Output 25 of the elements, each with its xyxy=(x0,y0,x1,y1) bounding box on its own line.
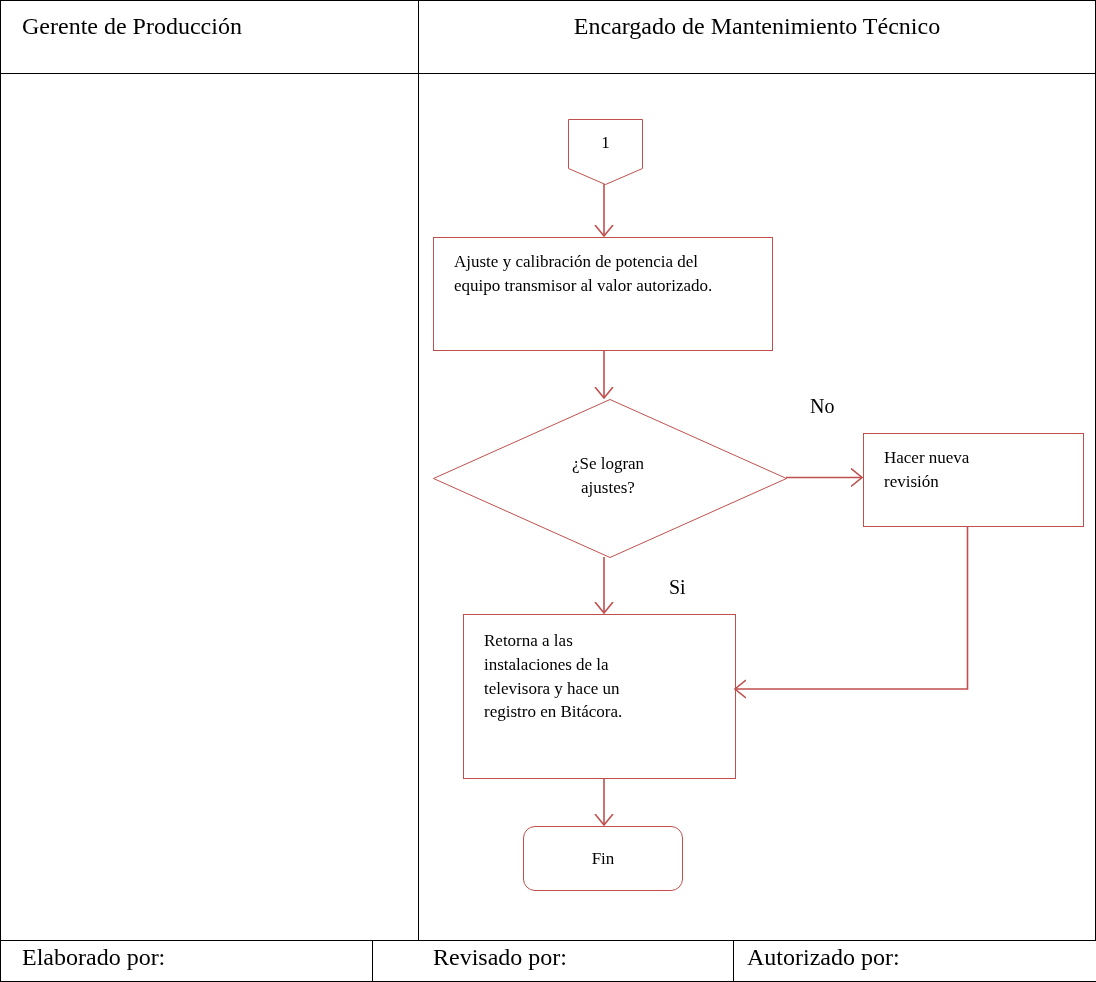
process-box xyxy=(863,433,1084,527)
node-text: Ajuste y calibración de potencia del equipo transmisor al valor autorizado. xyxy=(454,251,714,297)
lane-title: Encargado de Mantenimiento Técnico xyxy=(573,13,941,40)
node-text: Retorna a las instalaciones de la televisora y hace un registro en Bitácora. xyxy=(484,630,624,724)
swimlane xyxy=(0,0,419,941)
swimlane xyxy=(418,0,1096,941)
arrow xyxy=(734,525,969,699)
node-text: Hacer nueva revisión xyxy=(884,447,971,493)
node-text: 1 xyxy=(600,132,611,154)
decision-diamond xyxy=(433,399,787,558)
process-box xyxy=(433,237,773,351)
arrow xyxy=(594,556,614,614)
node-text: ¿Se logran ajustes? xyxy=(570,453,646,499)
off-page-connector xyxy=(568,119,643,185)
footer-label: Revisado por: xyxy=(433,944,567,971)
lane-title: Gerente de Producción xyxy=(22,13,242,40)
node-text: Fin xyxy=(590,848,616,870)
terminal-box xyxy=(523,826,683,891)
arrow xyxy=(594,183,614,237)
arrow xyxy=(785,467,863,488)
footer-label: Autorizado por: xyxy=(747,944,900,971)
process-box xyxy=(463,614,736,779)
footer-label: Elaborado por: xyxy=(22,944,166,971)
arrow xyxy=(594,777,614,826)
arrow xyxy=(594,349,614,399)
